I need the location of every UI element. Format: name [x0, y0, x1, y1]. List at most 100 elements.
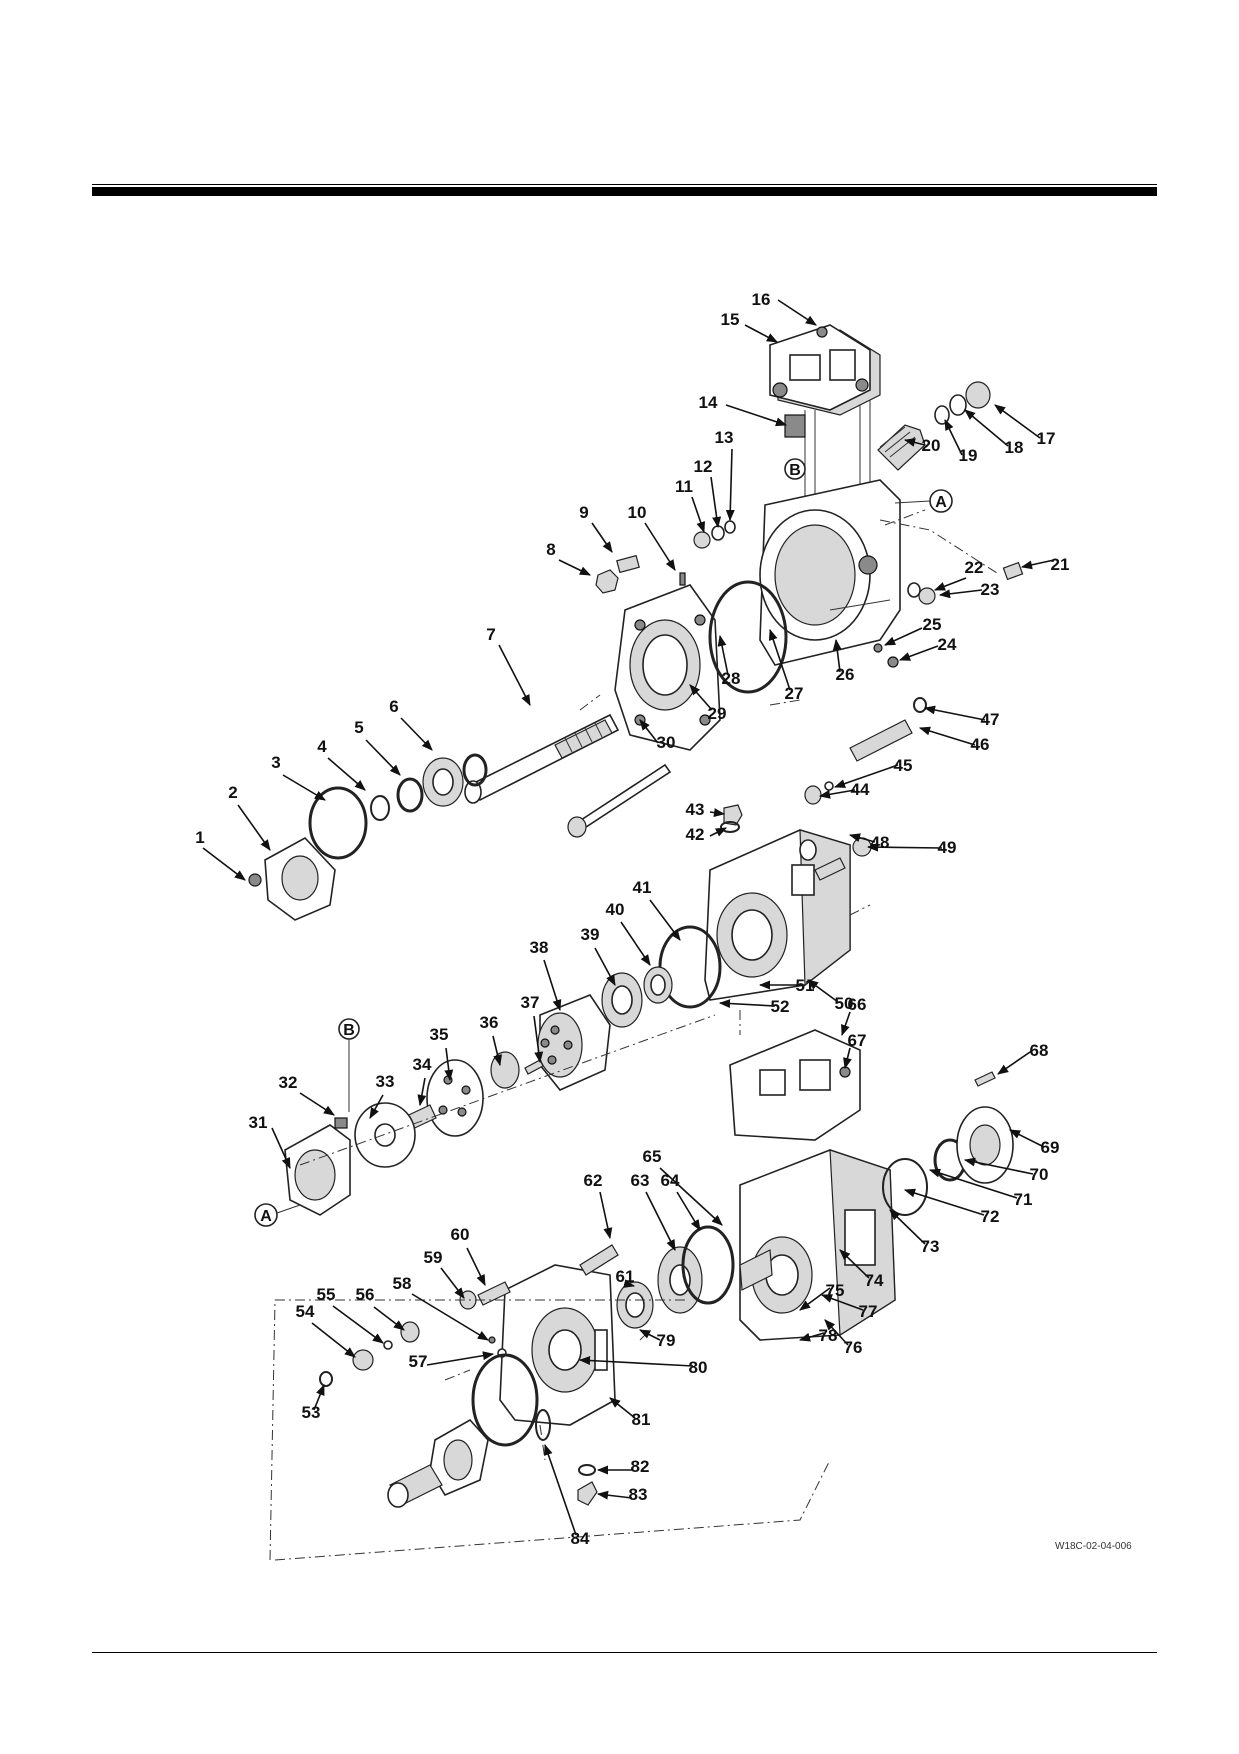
callout-leader-50 [807, 979, 839, 1003]
callout-label-43: 43 [686, 800, 705, 819]
callout-leader-25 [883, 627, 923, 646]
callout-leader-19 [944, 418, 963, 456]
callout-leader-55 [332, 1305, 384, 1344]
housing-upper [759, 479, 901, 666]
callout-leader-76 [824, 1319, 849, 1346]
callout-label-21: 21 [1051, 555, 1070, 574]
callout-leader-24 [898, 645, 939, 661]
callout-leader-7 [498, 644, 531, 706]
callout-label-48: 48 [871, 833, 890, 852]
callout-leader-59 [440, 1267, 465, 1299]
callout-leader-84 [544, 1443, 577, 1536]
callout-label-80: 80 [689, 1358, 708, 1377]
callout-leader-78 [798, 1332, 825, 1342]
regulator-66 [729, 1029, 861, 1141]
callout-leader-61 [623, 1279, 636, 1288]
callout-label-67: 67 [848, 1031, 867, 1050]
callout-leader-15 [744, 324, 778, 343]
callout-leader-21 [1020, 559, 1055, 570]
fittings-42-49 [720, 697, 927, 881]
callout-leader-17 [994, 404, 1041, 439]
callout-leaders [202, 299, 1055, 1536]
callout-label-34: 34 [413, 1055, 432, 1074]
callout-leader-49 [866, 842, 943, 852]
callout-leader-45 [833, 764, 899, 788]
valve-plate-39 [601, 972, 643, 1028]
reference-mark-b-lower: B [338, 1018, 360, 1112]
callout-label-46: 46 [971, 735, 990, 754]
callout-leader-63 [645, 1191, 676, 1252]
callout-label-58: 58 [393, 1274, 412, 1293]
callout-leader-10 [644, 522, 676, 571]
callout-label-12: 12 [694, 457, 713, 476]
callout-leader-5 [365, 739, 401, 776]
callout-label-82: 82 [631, 1457, 650, 1476]
callout-label-7: 7 [486, 625, 495, 644]
callout-label-9: 9 [579, 503, 588, 522]
callout-label-75: 75 [826, 1281, 845, 1300]
callout-label-33: 33 [376, 1072, 395, 1091]
callout-label-83: 83 [629, 1485, 648, 1504]
callout-leader-6 [400, 717, 433, 751]
callout-leader-69 [1008, 1129, 1045, 1148]
callout-label-38: 38 [530, 938, 549, 957]
callout-label-20: 20 [922, 436, 941, 455]
valve-plate-63 [657, 1246, 703, 1314]
callout-leader-58 [411, 1293, 489, 1341]
callout-label-18: 18 [1005, 438, 1024, 457]
callout-label-2: 2 [228, 783, 237, 802]
callout-leader-54 [311, 1322, 356, 1358]
callout-leader-4 [327, 757, 366, 791]
callout-label-44: 44 [851, 780, 870, 799]
drawing-code: W18C-02-04-006 [1055, 1541, 1132, 1552]
callout-leader-46 [918, 726, 976, 746]
callout-label-52: 52 [771, 997, 790, 1016]
callout-leader-83 [596, 1490, 633, 1500]
spline-shaft-84 [387, 1464, 443, 1508]
callout-label-76: 76 [844, 1338, 863, 1357]
callout-label-22: 22 [965, 558, 984, 577]
callout-leader-27 [768, 628, 791, 691]
callout-label-41: 41 [633, 878, 652, 897]
callout-label-29: 29 [708, 704, 727, 723]
svg-text:A: A [935, 494, 947, 511]
callout-leader-12 [710, 476, 722, 529]
seals-79-83 [429, 1353, 598, 1506]
cover-plate-2 [248, 836, 336, 921]
callout-leader-65 [659, 1167, 723, 1226]
piston-20-group [877, 381, 991, 471]
callout-label-19: 19 [959, 446, 978, 465]
callout-leader-30 [639, 719, 659, 744]
header-rule-thin [92, 184, 1157, 185]
callout-leader-41 [649, 899, 681, 941]
callout-label-13: 13 [715, 428, 734, 447]
callout-leader-77 [820, 1294, 864, 1311]
callout-label-40: 40 [606, 900, 625, 919]
callout-label-1: 1 [195, 828, 204, 847]
callout-leader-8 [558, 559, 592, 576]
callout-leader-20 [903, 438, 926, 447]
callout-leader-32 [299, 1092, 335, 1116]
callout-label-39: 39 [581, 925, 600, 944]
callout-leader-22 [933, 577, 967, 591]
callout-leader-37 [533, 1015, 544, 1064]
callout-leader-67 [843, 1047, 852, 1070]
callout-label-14: 14 [699, 393, 718, 412]
callout-leader-73 [889, 1209, 926, 1245]
callout-label-84: 84 [571, 1529, 590, 1548]
callout-label-6: 6 [389, 697, 398, 716]
callout-label-23: 23 [981, 580, 1000, 599]
reference-mark-b-upper: B [784, 458, 806, 480]
callout-label-53: 53 [302, 1403, 321, 1422]
callout-leader-66 [841, 1011, 851, 1037]
callout-label-61: 61 [616, 1267, 635, 1286]
callout-label-56: 56 [356, 1285, 375, 1304]
callout-leader-34 [417, 1077, 427, 1107]
callout-leader-52 [718, 999, 776, 1009]
callout-label-59: 59 [424, 1248, 443, 1267]
part-14-body [784, 414, 806, 438]
callout-leader-81 [609, 1397, 636, 1419]
callout-label-64: 64 [661, 1171, 680, 1190]
parts-31-34 [284, 1102, 437, 1216]
